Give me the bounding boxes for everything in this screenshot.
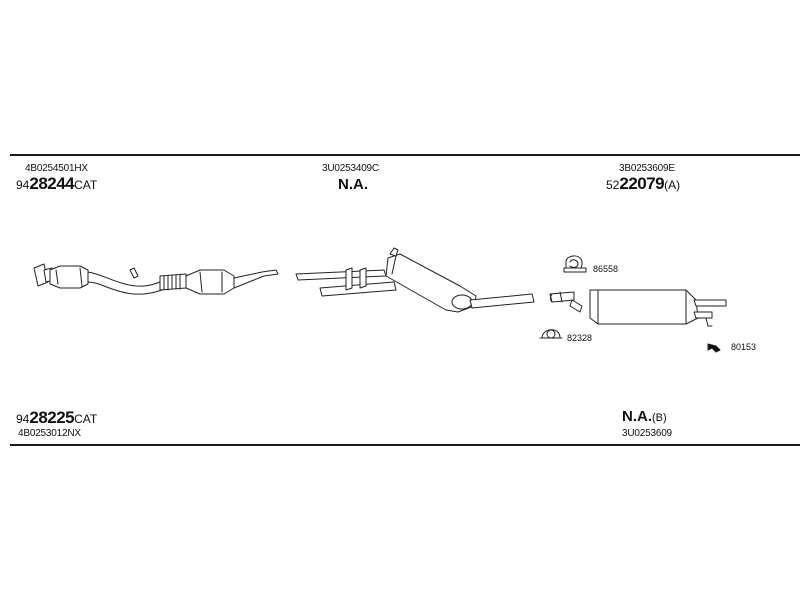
hanger-drawing bbox=[707, 343, 721, 353]
rear-silencer-drawing bbox=[549, 289, 727, 327]
front-pipe-part-number: 9428244CAT bbox=[16, 174, 98, 193]
rear-silencer-b-oe-number: 3U0253609 bbox=[622, 428, 672, 439]
gasket-drawing bbox=[539, 329, 563, 339]
middle-silencer-drawing bbox=[295, 247, 535, 313]
catalyst-part-number: 9428225CAT bbox=[16, 408, 98, 427]
rear-silencer-b-na: N.A.(B) bbox=[622, 408, 667, 425]
middle-silencer-oe-number: 3U0253409C bbox=[322, 163, 379, 174]
catalyst-oe-number: 4B0253012NX bbox=[18, 428, 81, 439]
front-pipe-catalyst-drawing bbox=[33, 263, 279, 295]
rear-silencer-oe-number: 3B0253609E bbox=[619, 163, 675, 174]
rear-silencer-part-number: 5222079(A) bbox=[606, 174, 681, 193]
bottom-divider bbox=[10, 444, 800, 446]
hanger-part-number: 80153 bbox=[731, 342, 757, 352]
top-divider bbox=[10, 154, 800, 156]
front-pipe-oe-number: 4B0254501HX bbox=[25, 163, 88, 174]
gasket-part-number: 82328 bbox=[567, 333, 593, 343]
clamp-drawing bbox=[563, 255, 587, 273]
middle-silencer-na: N.A. bbox=[338, 176, 368, 193]
clamp-part-number: 86558 bbox=[593, 264, 619, 274]
